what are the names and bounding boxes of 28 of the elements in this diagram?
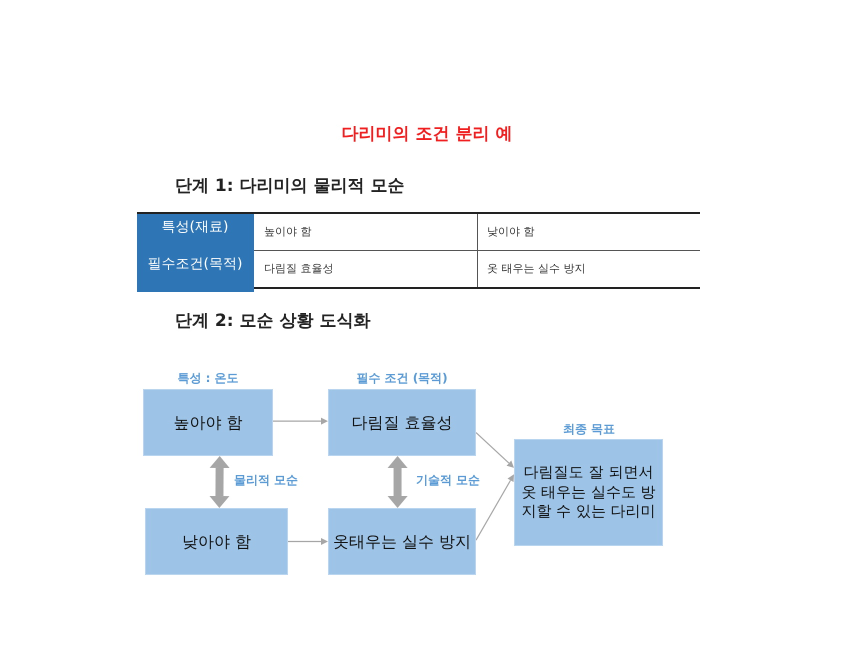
box-label: 높아야 함 (173, 412, 243, 432)
row-header: 특성(재료) (162, 219, 228, 236)
process-box (328, 508, 476, 575)
diagram-title: 다리미의 조건 분리 예 (342, 124, 512, 144)
arrow (273, 418, 328, 425)
table-value: 높이야 함 (264, 225, 312, 238)
section-heading: 단계 1: 다리미의 물리적 모순 (175, 176, 404, 196)
arrow (475, 474, 514, 540)
box-label: 옷태우는 실수 방지 (332, 532, 472, 552)
process-box (328, 389, 476, 456)
table-value: 다림질 효율성 (264, 262, 334, 276)
table-value: 옷 태우는 실수 방지 (487, 262, 586, 276)
arrow (476, 432, 514, 468)
process-box (145, 508, 288, 575)
box-label: 다림질 효율성 (351, 412, 453, 432)
box-heading: 최종 목표 (562, 422, 616, 436)
box-heading: 필수 조건 (목적) (356, 371, 448, 386)
box-label: 낮아야 함 (182, 532, 252, 552)
row-header: 필수조건(목적) (148, 256, 242, 273)
box-label: 다림질도 잘 되면서 옷 태우는 실수도 방지할 수 있는 다리미 (520, 463, 657, 522)
table-value: 낮이야 함 (487, 225, 534, 238)
process-box (143, 389, 273, 456)
box-heading: 특성 : 온도 (177, 371, 239, 386)
arrow (288, 538, 328, 545)
goal-box (514, 439, 663, 546)
section-heading: 단계 2: 모순 상황 도식화 (175, 311, 370, 332)
edge-label: 물리적 모순 (233, 473, 300, 488)
edge-label: 기술적 모순 (415, 473, 482, 488)
